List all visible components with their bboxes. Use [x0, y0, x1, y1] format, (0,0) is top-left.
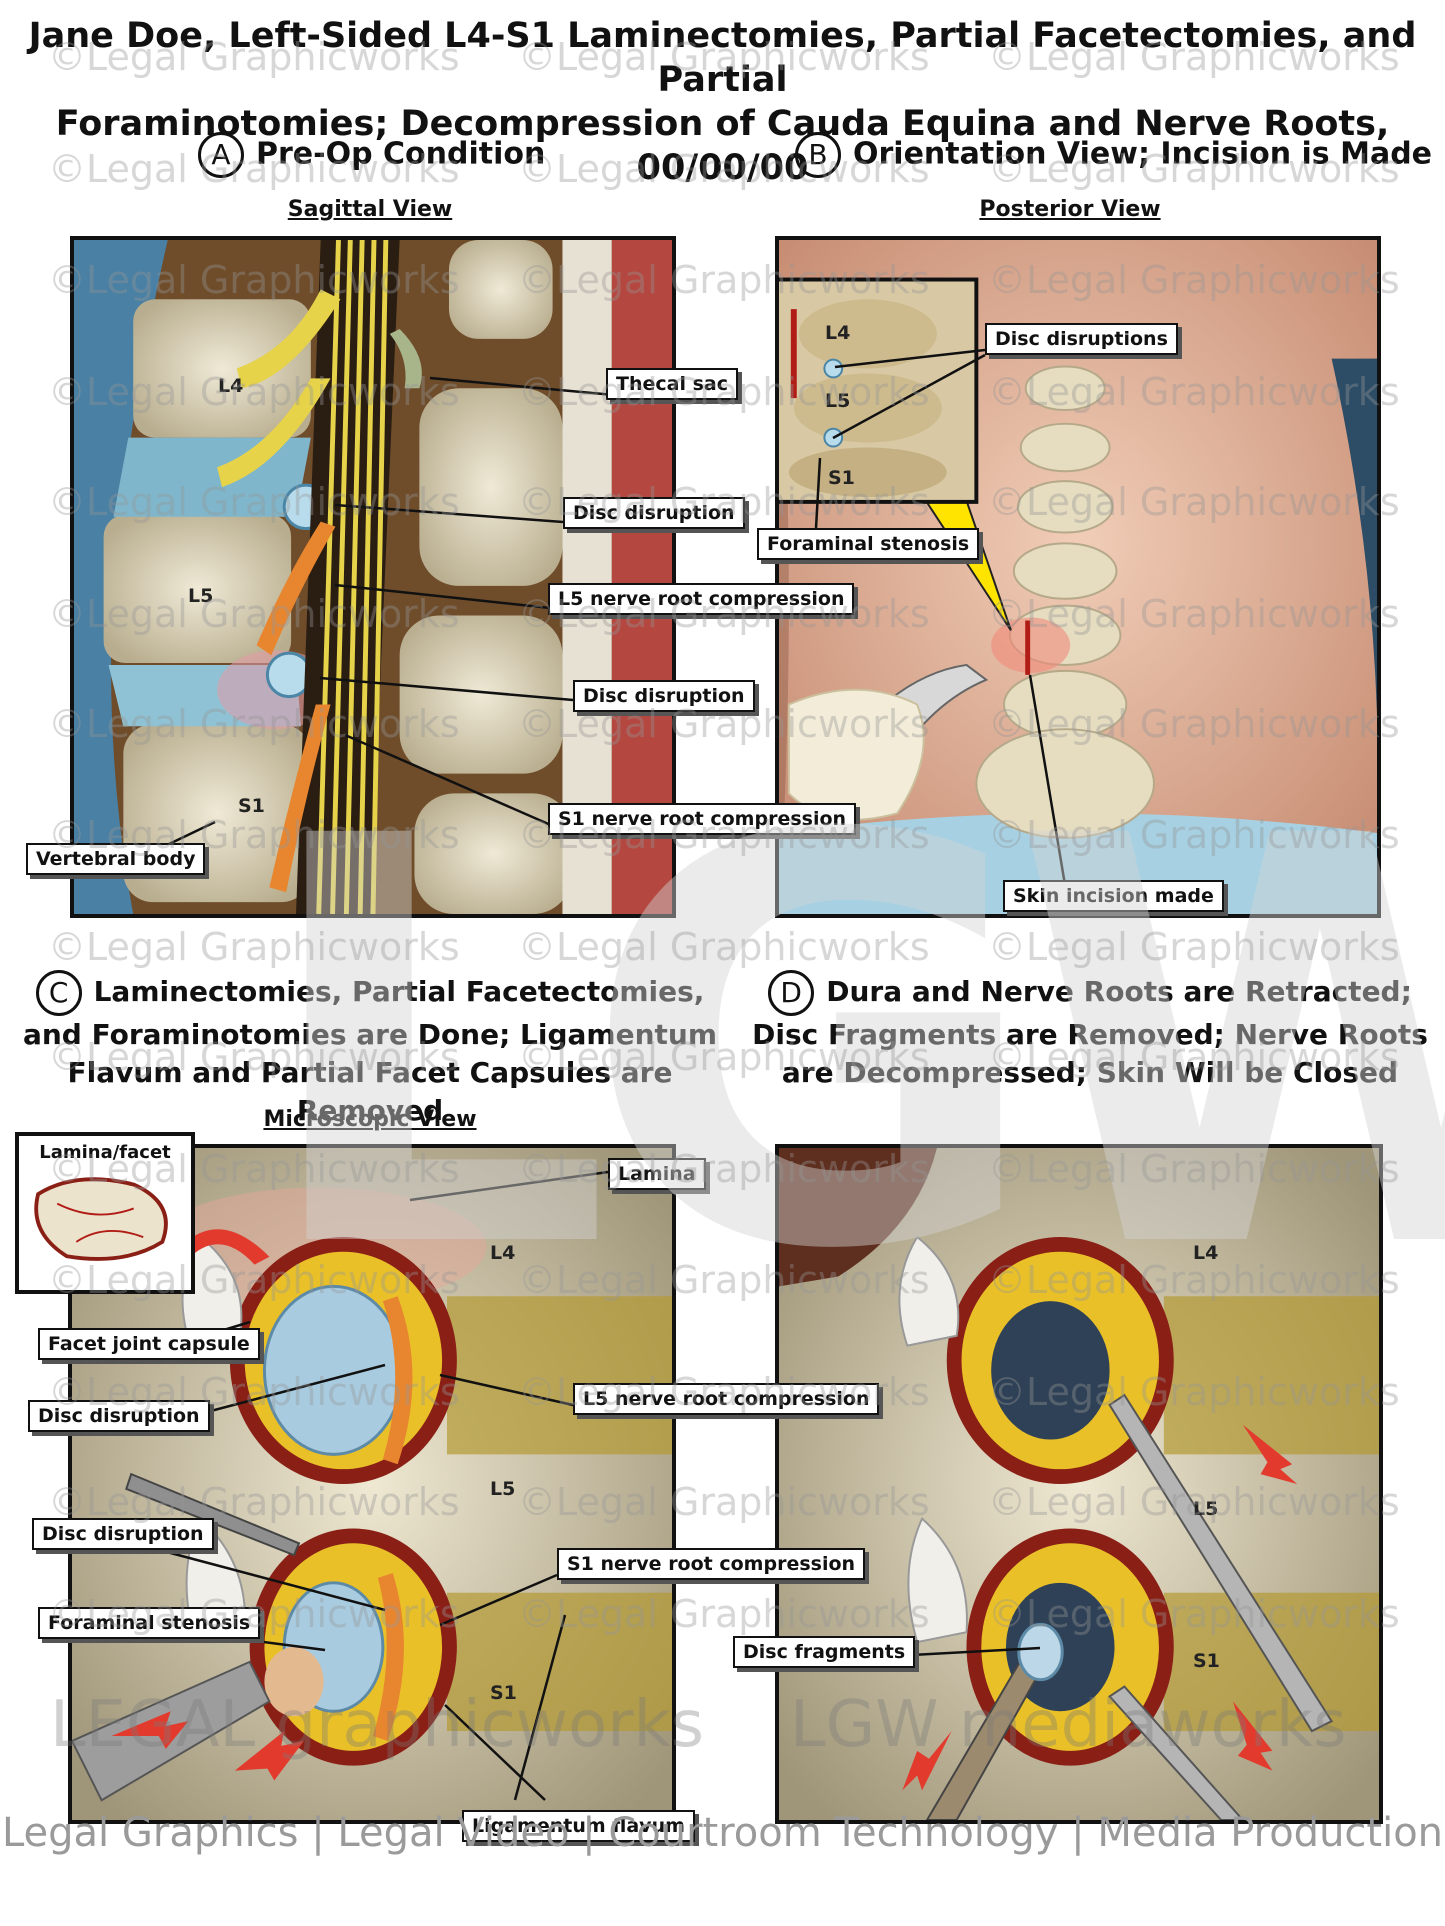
panel-d-letter: D: [768, 970, 815, 1016]
label-lamina: Lamina: [608, 1158, 706, 1190]
s1-nerve-root: [372, 1572, 404, 1741]
label-l5-compression-c: L5 nerve root compression: [573, 1383, 880, 1415]
panel-d-illustration: [775, 1144, 1383, 1824]
lamina-facet-inset: Lamina/facet: [15, 1132, 195, 1294]
label-skin-incision: Skin incision made: [1003, 880, 1224, 912]
label-disc-fragments: Disc fragments: [733, 1636, 916, 1668]
panel-c-level-l4: L4: [490, 1242, 516, 1264]
panel-d-heading: D Dura and Nerve Roots are Retracted; Dis…: [740, 970, 1440, 1092]
gloved-hand: [787, 688, 925, 821]
panel-a-title: Pre-Op Condition: [256, 136, 546, 172]
compressed-s1-root: [269, 704, 331, 893]
panel-b-subheading: Posterior View: [979, 197, 1161, 222]
footer-tagline: Legal Graphics | Legal Video | Courtroom…: [1, 1810, 1444, 1856]
removal-arrow-curve: [180, 1229, 270, 1265]
label-disc-disruptions-b: Disc disruptions: [985, 323, 1178, 355]
red-arrow-2: [234, 1731, 304, 1781]
panel-c-title-line-1: Laminectomies, Partial Facetectomies,: [93, 975, 705, 1008]
foraminal-stenosis-bone: [264, 1647, 324, 1717]
panel-b-level-l4: L4: [825, 322, 851, 344]
label-facet-capsule: Facet joint capsule: [38, 1328, 260, 1360]
panel-a-subheading: Sagittal View: [287, 197, 453, 222]
inset-vertebrae: [788, 299, 947, 497]
panel-c-title-line-3: Flavum and Partial Facet Capsules are Re…: [67, 1056, 673, 1127]
disc-disruption-upper: [262, 1284, 405, 1456]
ligament-band-upper: [447, 1296, 672, 1455]
label-ligamentum-flavum: Ligamentum flavum: [462, 1810, 695, 1842]
page-title: Jane Doe, Left-Sided L4-S1 Laminectomies…: [20, 14, 1425, 190]
panel-d-title-line-1: Dura and Nerve Roots are Retracted;: [826, 975, 1412, 1008]
panel-b-title: Orientation View; Incision is Made: [853, 136, 1433, 172]
label-s1-compression-a: S1 nerve root compression: [548, 803, 857, 835]
disc-l4-l5: [113, 437, 311, 517]
cleared-disc-space-upper: [991, 1301, 1110, 1440]
title-line-1: Jane Doe, Left-Sided L4-S1 Laminectomies…: [28, 16, 1417, 100]
panel-a-illustration: [70, 236, 676, 918]
watermark-text: ©Legal Graphicworks: [988, 925, 1400, 969]
panel-c-level-l5: L5: [490, 1478, 516, 1500]
panel-a-level-l4: L4: [218, 375, 244, 397]
anterior-disc-band: [74, 240, 168, 914]
panel-d-title-line-3: are Decompressed; Skin Will be Closed: [781, 1056, 1399, 1089]
panel-c-level-s1: S1: [490, 1682, 517, 1704]
back-muscle: [611, 240, 672, 914]
spinous-process-l4: [419, 388, 563, 586]
label-disc-disruption-a1: Disc disruption: [563, 497, 745, 529]
title-line-2: Foraminotomies; Decompression of Cauda E…: [55, 104, 1390, 188]
panel-a-letter: A: [198, 132, 244, 178]
microscopic-view-d: [779, 1148, 1379, 1820]
label-disc-disruption-c2: Disc disruption: [32, 1518, 214, 1550]
watermark-text: ©Legal Graphicworks: [48, 925, 460, 969]
panel-c-subheading: Microscopic View: [263, 1107, 477, 1132]
panel-c-title-line-2: and Foraminotomies are Done; Ligamentum: [22, 1018, 718, 1051]
vertebral-body-l5: [103, 514, 292, 663]
inset-disc-disruption-2: [823, 427, 844, 448]
panel-b-letter: B: [795, 132, 841, 178]
panel-a-level-l5: L5: [188, 585, 214, 607]
nerve-root-retractor-1: [1108, 1393, 1334, 1733]
panel-b-heading: B Orientation View; Incision is Made: [795, 132, 1432, 178]
label-thecal-sac: Thecal sac: [606, 368, 738, 400]
spinous-process-upper: [448, 240, 553, 339]
lamina-facet-label: Lamina/facet: [39, 1142, 171, 1163]
red-arrow-1: [111, 1711, 189, 1749]
label-disc-disruption-a2: Disc disruption: [573, 680, 755, 712]
exiting-nerve-root-l4: [236, 289, 341, 389]
drape: [779, 813, 1377, 914]
removed-bone-fragment: [34, 1177, 168, 1261]
retracted-tissue: [779, 1148, 937, 1287]
panel-d-level-l4: L4: [1193, 1242, 1219, 1264]
label-foraminal-stenosis-b: Foraminal stenosis: [757, 528, 980, 560]
label-l5-compression-a: L5 nerve root compression: [548, 583, 855, 615]
label-s1-compression-c: S1 nerve root compression: [557, 1548, 866, 1580]
panel-a-level-s1: S1: [238, 795, 265, 817]
panel-b-level-s1: S1: [828, 467, 855, 489]
brand-watermark-right: LGW mediaworks: [790, 1688, 1347, 1762]
spinous-process-l5: [399, 615, 563, 774]
label-disc-disruption-c1: Disc disruption: [28, 1400, 210, 1432]
watermark-text: ©Legal Graphicworks: [518, 925, 930, 969]
red-arrow-4: [1232, 1701, 1273, 1771]
panel-d-title-line-2: Disc Fragments are Removed; Nerve Roots: [752, 1018, 1428, 1051]
panel-a-heading: A Pre-Op Condition: [198, 132, 545, 178]
label-vertebral-body: Vertebral body: [26, 843, 206, 875]
brand-watermark-left: LEGAL graphicworks: [50, 1688, 704, 1762]
l5-nerve-root: [382, 1296, 413, 1465]
posterior-ligament: [562, 240, 612, 914]
red-arrow-5: [902, 1731, 952, 1791]
vertebral-body-l4: [133, 299, 311, 438]
panel-b-level-l5: L5: [825, 390, 851, 412]
sagittal-spine-illustration: [74, 240, 672, 914]
nerve-root-retractor-2: [1108, 1685, 1245, 1820]
inset-disc-disruption-1: [823, 358, 844, 379]
compressed-l5-root: [256, 521, 336, 656]
disc-fragment: [1017, 1622, 1064, 1682]
panel-d-level-l5: L5: [1193, 1498, 1219, 1520]
panel-c-heading: C Laminectomies, Partial Facetectomies, a…: [20, 970, 720, 1130]
panel-d-level-s1: S1: [1193, 1650, 1220, 1672]
panel-c-letter: C: [35, 970, 82, 1016]
label-foraminal-stenosis-c: Foraminal stenosis: [38, 1607, 261, 1639]
red-arrow-3: [1242, 1424, 1298, 1484]
